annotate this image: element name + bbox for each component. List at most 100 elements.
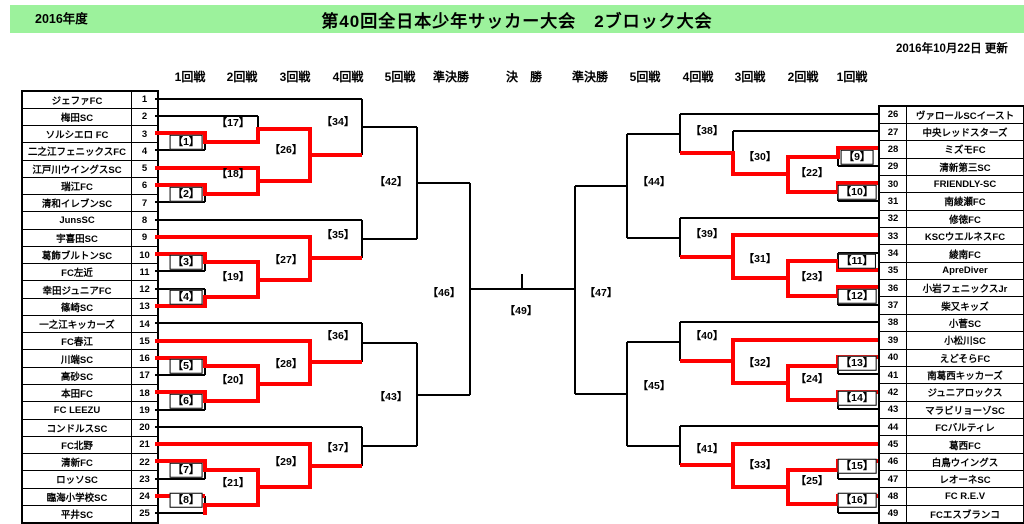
bracket-line [627, 341, 680, 343]
bracket-line [362, 238, 417, 240]
match-number-label: 【31】 [744, 254, 777, 265]
match-number-label: 【15】 [838, 459, 877, 474]
winner-path-line [155, 235, 310, 239]
bracket-line [627, 133, 680, 135]
match-number-label: 【23】 [796, 272, 829, 283]
winner-path-line [205, 140, 258, 144]
match-number-label: 【44】 [638, 177, 671, 188]
bracket-line [838, 304, 878, 306]
winner-path-line [258, 485, 310, 489]
winner-path-line [788, 502, 838, 506]
winner-path-line [788, 259, 838, 263]
winner-path-line [788, 155, 838, 159]
winner-path-line [155, 339, 310, 343]
match-number-label: 【4】 [170, 290, 203, 305]
match-number-label: 【3】 [170, 255, 203, 270]
match-number-label: 【41】 [691, 444, 724, 455]
match-number-label: 【14】 [838, 391, 877, 406]
bracket-line [575, 185, 627, 187]
bracket-line [679, 322, 681, 361]
winner-path-line [205, 260, 258, 264]
match-number-label: 【16】 [838, 493, 877, 508]
bracket-line [362, 126, 417, 128]
match-number-label: 【47】 [585, 288, 618, 299]
match-number-label: 【13】 [838, 356, 877, 371]
bracket-line [679, 426, 681, 465]
match-number-label: 【34】 [322, 117, 355, 128]
winner-path-line [258, 278, 310, 282]
match-number-label: 【5】 [170, 359, 203, 374]
bracket-line [838, 408, 878, 410]
bracket-line [362, 445, 417, 447]
bracket-line [417, 182, 470, 184]
match-number-label: 【26】 [270, 145, 303, 156]
winner-path-line [205, 295, 258, 299]
match-number-label: 【24】 [796, 374, 829, 385]
bracket-line [838, 478, 878, 480]
match-number-label: 【39】 [691, 229, 724, 240]
winner-path-line [205, 468, 258, 472]
winner-path-line [310, 360, 362, 364]
match-number-label: 【45】 [638, 381, 671, 392]
match-number-label: 【19】 [217, 272, 250, 283]
winner-path-line [680, 151, 733, 155]
match-number-label: 【27】 [270, 255, 303, 266]
match-number-label: 【43】 [375, 392, 408, 403]
bracket-line [155, 201, 205, 203]
winner-path-line [205, 503, 258, 507]
bracket-line [679, 218, 681, 257]
bracket-line [627, 237, 680, 239]
winner-path-line [258, 382, 310, 386]
match-number-label: 【1】 [170, 135, 203, 150]
bracket-line [680, 425, 878, 427]
winner-path-line [680, 255, 733, 259]
match-number-label: 【36】 [322, 331, 355, 342]
match-number-label: 【49】 [505, 306, 538, 317]
match-number-label: 【20】 [217, 375, 250, 386]
match-number-label: 【42】 [375, 177, 408, 188]
winner-path-line [733, 485, 788, 489]
bracket-line [521, 274, 523, 289]
winner-path-line [733, 381, 788, 385]
winner-path-line [155, 304, 205, 308]
winner-path-line [788, 190, 838, 194]
winner-path-line [310, 464, 362, 468]
match-number-label: 【17】 [217, 118, 250, 129]
match-number-label: 【21】 [217, 478, 250, 489]
bracket-line [155, 270, 205, 272]
match-number-label: 【32】 [744, 358, 777, 369]
match-number-label: 【6】 [170, 394, 203, 409]
winner-path-line [733, 442, 878, 446]
bracket-line [627, 445, 680, 447]
winner-path-line [838, 268, 878, 272]
match-number-label: 【30】 [744, 152, 777, 163]
bracket-line [155, 478, 205, 480]
winner-path-line [310, 256, 362, 260]
winner-path-line [258, 179, 310, 183]
match-number-label: 【9】 [841, 150, 874, 165]
match-number-label: 【40】 [691, 331, 724, 342]
winner-path-line [788, 364, 838, 368]
bracket-line [155, 426, 362, 428]
match-number-label: 【25】 [796, 476, 829, 487]
bracket-line [838, 373, 878, 375]
match-number-label: 【38】 [691, 126, 724, 137]
bracket-line [362, 342, 417, 344]
bracket-line [155, 98, 362, 100]
winner-path-line [680, 359, 733, 363]
bracket-line [838, 512, 878, 514]
bracket-line [155, 322, 362, 324]
match-number-label: 【22】 [796, 168, 829, 179]
winner-path-line [205, 364, 258, 368]
winner-path-line [155, 442, 310, 446]
winner-path-line [733, 276, 788, 280]
bracket-line [838, 165, 878, 167]
bracket-line [626, 342, 628, 446]
bracket-line [680, 321, 878, 323]
winner-path-line [733, 172, 788, 176]
bracket-line [417, 394, 470, 396]
match-number-label: 【35】 [322, 230, 355, 241]
bracket-line [155, 149, 205, 151]
